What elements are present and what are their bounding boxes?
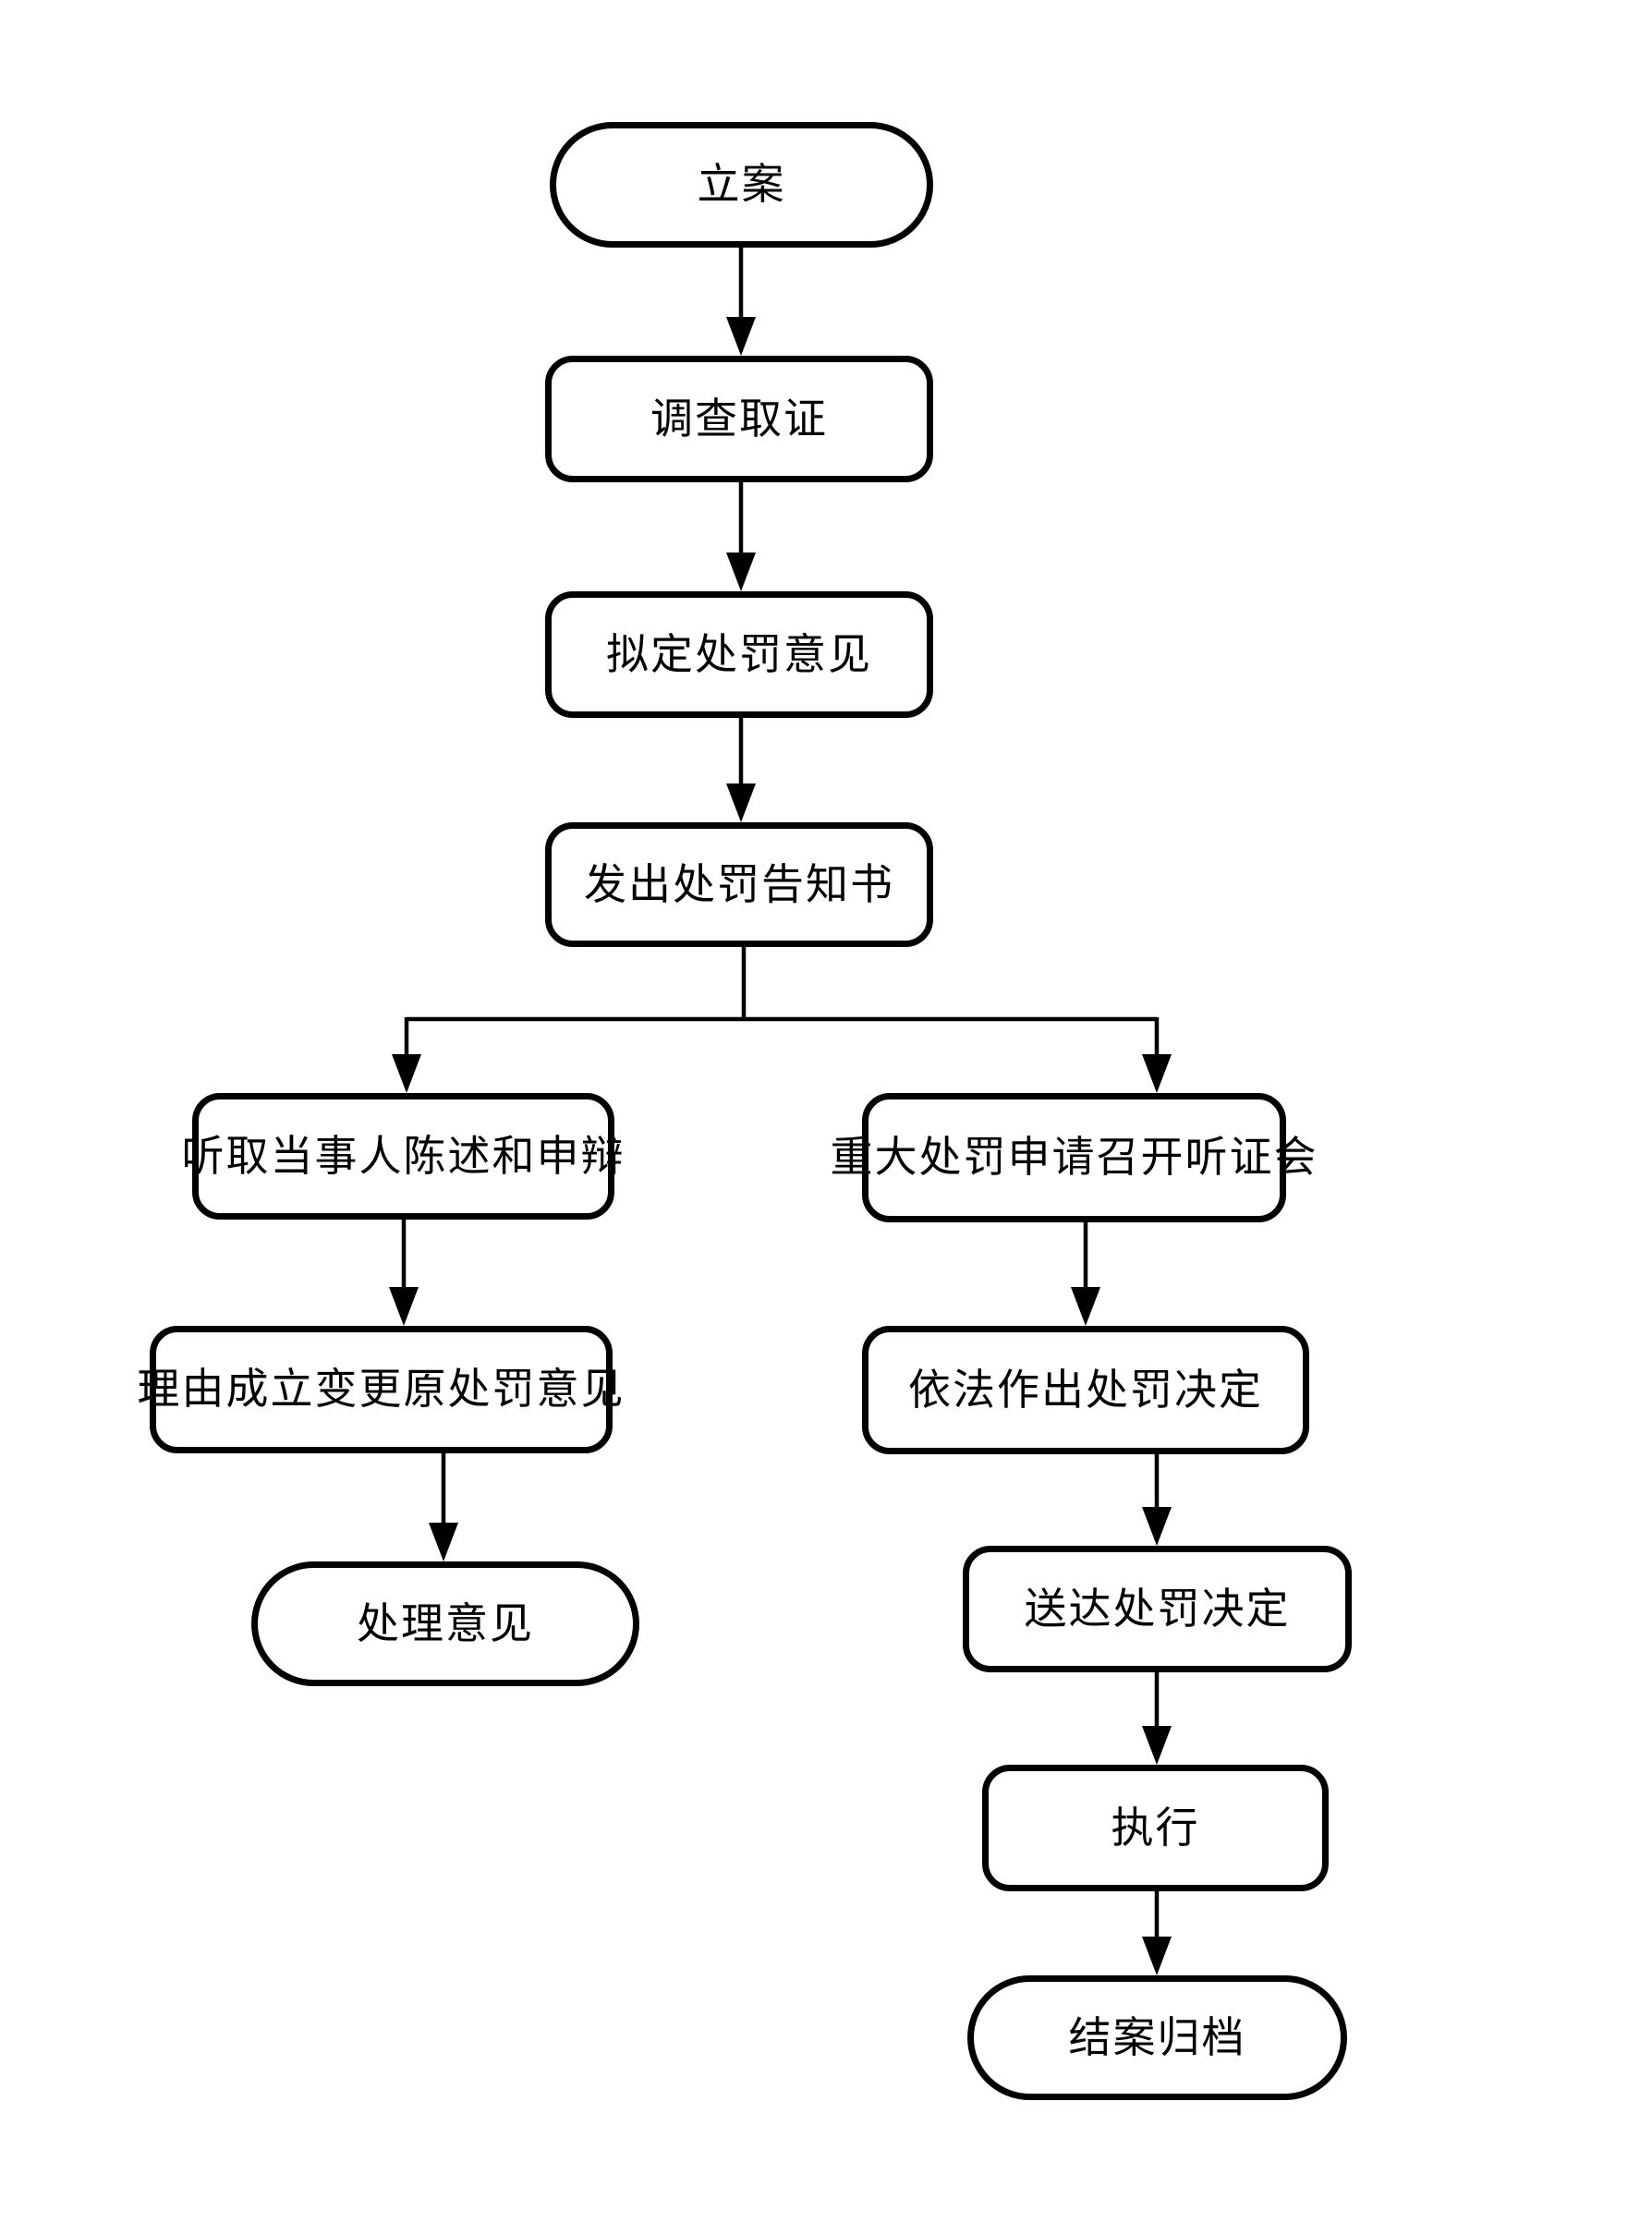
node-deliver-decision-label: 送达处罚决定 — [1024, 1585, 1291, 1633]
node-draft-penalty-opinion-label: 拟定处罚意见 — [606, 630, 872, 678]
node-hear-statement-defense-label: 听取当事人陈述和申辩 — [181, 1132, 626, 1180]
node-change-original-opinion-label: 理由成立变更原处罚意见 — [137, 1366, 626, 1413]
node-hear-statement-defense: 听取当事人陈述和申辩 — [182, 1093, 624, 1220]
node-penalty-notice-label: 发出处罚告知书 — [584, 860, 894, 908]
arrow-draft-to-notice — [726, 718, 756, 822]
node-investigation: 调查取证 — [545, 356, 933, 482]
node-major-penalty-hearing: 重大处罚申请召开听证会 — [831, 1093, 1317, 1222]
node-case-filing: 立案 — [550, 122, 933, 248]
node-case-closing-label: 结案归档 — [1068, 2013, 1246, 2061]
arrow-hearing-to-decision — [1071, 1222, 1100, 1326]
node-investigation-label: 调查取证 — [650, 395, 828, 443]
node-handling-opinion: 处理意见 — [251, 1561, 639, 1686]
arrow-filing-to-investigation — [726, 248, 756, 356]
node-handling-opinion-label: 处理意见 — [357, 1599, 534, 1647]
node-change-original-opinion: 理由成立变更原处罚意见 — [138, 1326, 624, 1453]
arrow-deliver-to-execution — [1142, 1672, 1172, 1765]
node-case-closing: 结案归档 — [967, 1975, 1347, 2100]
arrow-investigation-to-draft — [726, 482, 756, 591]
node-penalty-decision: 依法作出处罚决定 — [862, 1326, 1309, 1454]
node-deliver-decision: 送达处罚决定 — [963, 1546, 1352, 1672]
arrow-execution-to-closing — [1142, 1891, 1172, 1975]
node-penalty-decision-label: 依法作出处罚决定 — [908, 1366, 1263, 1414]
node-penalty-notice: 发出处罚告知书 — [545, 822, 933, 947]
arrow-hear-to-change — [389, 1220, 419, 1326]
node-case-filing-label: 立案 — [697, 161, 786, 208]
node-draft-penalty-opinion: 拟定处罚意见 — [545, 591, 933, 718]
branch-connector — [392, 947, 1172, 1093]
arrow-change-to-handling — [429, 1453, 458, 1561]
arrow-decision-to-deliver — [1142, 1454, 1172, 1546]
node-execution-label: 执行 — [1111, 1804, 1200, 1852]
node-execution: 执行 — [982, 1765, 1329, 1891]
node-major-penalty-hearing-label: 重大处罚申请召开听证会 — [830, 1134, 1318, 1181]
